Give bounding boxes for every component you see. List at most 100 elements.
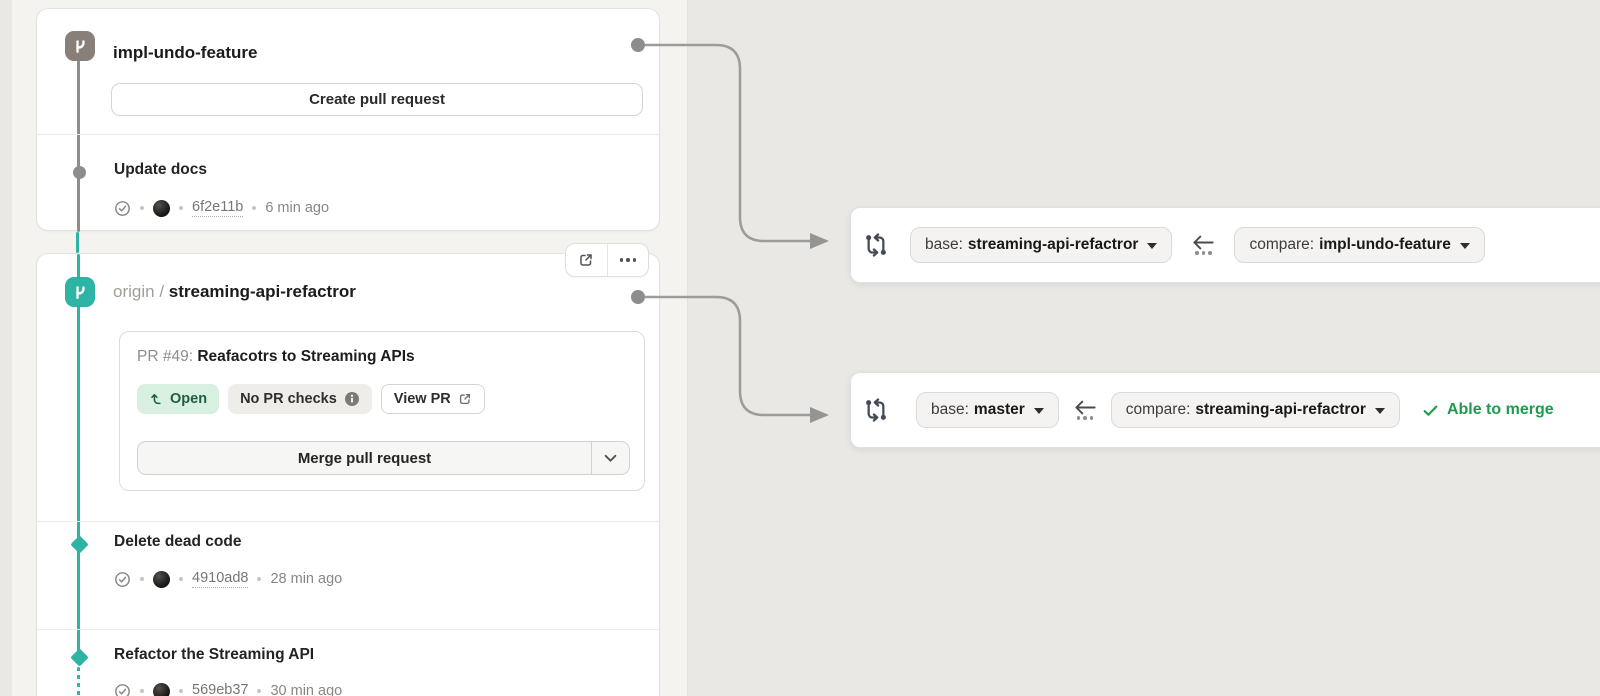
separator-dot bbox=[252, 206, 257, 210]
branch-line-teal bbox=[77, 254, 80, 657]
direction-indicator bbox=[1191, 235, 1215, 255]
external-link-icon bbox=[580, 254, 592, 266]
card-divider bbox=[37, 521, 659, 522]
git-compare-icon bbox=[866, 233, 886, 257]
commit-node-diamond bbox=[70, 648, 89, 667]
view-pr-button[interactable]: View PR bbox=[380, 384, 485, 414]
commit-node-diamond bbox=[70, 535, 89, 554]
ellipsis-icon bbox=[1076, 416, 1094, 420]
caret-down-icon bbox=[1459, 242, 1470, 249]
commit-meta-row: 6f2e11b 6 min ago bbox=[114, 199, 329, 217]
branch-card-impl-undo-feature: impl-undo-feature Create pull request Up… bbox=[36, 8, 660, 232]
commit-hash-link[interactable]: 4910ad8 bbox=[192, 570, 249, 588]
base-branch-dropdown[interactable]: base:streaming-api-refactror bbox=[910, 227, 1173, 263]
base-label: base: bbox=[925, 236, 963, 253]
git-compare-icon bbox=[866, 398, 886, 422]
compare-bar-impl-undo-feature: base:streaming-api-refactror compare:imp… bbox=[850, 207, 1600, 283]
open-in-browser-button[interactable] bbox=[566, 244, 607, 276]
pr-number-label: PR #49: bbox=[137, 348, 194, 365]
merge-status-text: Able to merge bbox=[1446, 401, 1554, 418]
avatar bbox=[153, 682, 170, 696]
separator-dot bbox=[140, 689, 144, 693]
branch-glyph-icon bbox=[75, 285, 85, 299]
ellipsis-icon bbox=[1195, 251, 1212, 255]
check-icon bbox=[1423, 405, 1438, 416]
separator-dot bbox=[179, 689, 183, 693]
direction-indicator bbox=[1073, 400, 1097, 420]
separator-dot bbox=[140, 577, 144, 581]
compare-branch-dropdown[interactable]: compare:impl-undo-feature bbox=[1234, 227, 1485, 263]
check-circle-icon bbox=[115, 683, 130, 696]
merge-pull-request-split-button[interactable]: Merge pull request bbox=[137, 441, 630, 475]
branch-name[interactable]: impl-undo-feature bbox=[113, 43, 258, 62]
ellipsis-icon bbox=[619, 258, 636, 262]
base-branch-value: master bbox=[973, 401, 1025, 418]
commit-hash-link[interactable]: 6f2e11b bbox=[192, 199, 244, 217]
pr-title: Reafacotrs to Streaming APIs bbox=[197, 348, 415, 365]
remote-name: origin bbox=[113, 282, 155, 301]
commit-meta-row: 569eb37 30 min ago bbox=[114, 682, 342, 696]
commit-time: 6 min ago bbox=[265, 200, 330, 216]
caret-down-icon bbox=[1147, 242, 1158, 249]
branch-icon bbox=[65, 277, 95, 307]
merge-options-dropdown[interactable] bbox=[591, 442, 629, 474]
branch-icon bbox=[65, 31, 95, 61]
separator-dot bbox=[257, 577, 262, 581]
arrowhead-icon bbox=[810, 233, 829, 249]
external-link-icon bbox=[459, 393, 470, 405]
pull-request-card: PR #49: Reafacotrs to Streaming APIs Ope… bbox=[119, 331, 645, 491]
branch-name[interactable]: origin / streaming-api-refactror bbox=[113, 282, 356, 302]
base-branch-dropdown[interactable]: base:master bbox=[916, 392, 1059, 428]
commit-time: 28 min ago bbox=[270, 571, 343, 587]
card-divider bbox=[37, 134, 659, 135]
path-separator: / bbox=[154, 282, 169, 301]
more-options-button[interactable] bbox=[606, 244, 649, 276]
separator-dot bbox=[257, 689, 262, 693]
pr-title-row: PR #49: Reafacotrs to Streaming APIs bbox=[137, 348, 415, 366]
pr-arrow-icon bbox=[151, 394, 161, 405]
branch-line-gray bbox=[77, 59, 80, 232]
merge-status: Able to merge bbox=[1422, 401, 1554, 419]
arrowhead-icon bbox=[810, 407, 829, 423]
commit-meta-row: 4910ad8 28 min ago bbox=[114, 570, 342, 588]
caret-down-icon bbox=[1033, 407, 1044, 414]
branch-card-streaming-api-refactror: origin / streaming-api-refactror PR #49:… bbox=[36, 253, 660, 696]
separator-dot bbox=[179, 206, 183, 210]
commit-title[interactable]: Update docs bbox=[114, 161, 208, 178]
merge-pull-request-button[interactable]: Merge pull request bbox=[297, 449, 432, 467]
commit-title[interactable]: Delete dead code bbox=[114, 533, 242, 550]
pr-badges-row: Open No PR checks View PR bbox=[137, 384, 485, 414]
commit-hash-link[interactable]: 569eb37 bbox=[192, 682, 248, 696]
base-label: base: bbox=[931, 401, 969, 418]
info-icon[interactable] bbox=[344, 391, 360, 407]
compare-label: compare: bbox=[1125, 401, 1191, 418]
commit-node-dot bbox=[73, 166, 86, 179]
arrow-left-icon bbox=[1075, 400, 1096, 415]
card-divider bbox=[37, 629, 659, 630]
base-branch-value: streaming-api-refactror bbox=[967, 236, 1139, 253]
compare-branch-dropdown[interactable]: compare:streaming-api-refactror bbox=[1110, 392, 1400, 428]
avatar bbox=[153, 570, 170, 588]
view-pr-label: View PR bbox=[393, 391, 451, 407]
pr-status-label: Open bbox=[170, 391, 208, 407]
separator-dot bbox=[140, 206, 144, 210]
check-circle-icon bbox=[115, 200, 130, 216]
branch-line-teal-gap bbox=[76, 232, 79, 253]
commit-time: 30 min ago bbox=[270, 683, 343, 696]
branch-glyph-icon bbox=[75, 39, 85, 53]
caret-down-icon bbox=[1374, 407, 1385, 414]
separator-dot bbox=[179, 577, 183, 581]
branch-card-toolbar bbox=[565, 243, 649, 277]
commit-title[interactable]: Refactor the Streaming API bbox=[114, 646, 315, 663]
compare-branch-value: impl-undo-feature bbox=[1319, 236, 1451, 253]
pr-status-badge: Open bbox=[137, 384, 220, 414]
pr-checks-label: No PR checks bbox=[240, 391, 337, 407]
pr-checks-badge: No PR checks bbox=[228, 384, 372, 414]
avatar bbox=[153, 199, 170, 217]
branch-name-text: streaming-api-refactror bbox=[168, 282, 356, 301]
arrow-left-icon bbox=[1193, 235, 1215, 250]
create-pull-request-button[interactable]: Create pull request bbox=[111, 83, 643, 116]
compare-branch-value: streaming-api-refactror bbox=[1195, 401, 1366, 418]
compare-label: compare: bbox=[1249, 236, 1315, 253]
